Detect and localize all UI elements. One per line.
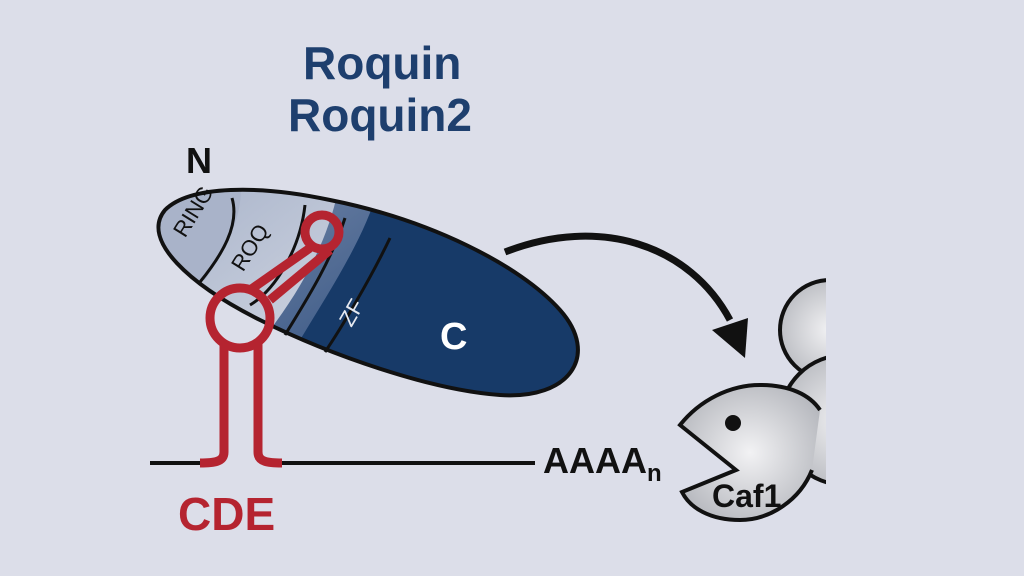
c-terminus-label: C (440, 316, 468, 358)
roq-label: ROQ (226, 219, 274, 276)
polya-subscript: n (647, 460, 662, 488)
ring-label: RING (168, 181, 219, 242)
ccr4-not-complex (677, 260, 1024, 576)
caf1-eye-icon (725, 415, 741, 431)
protein-outline (156, 187, 580, 398)
n-terminus-label: N (186, 140, 212, 181)
caf1-label: Caf1 (712, 478, 782, 514)
cde-label: CDE (178, 488, 276, 540)
title-line-2: Roquin2 (288, 89, 472, 141)
polya-label: AAAAn (543, 440, 662, 488)
zf-label: ZF (334, 294, 370, 331)
caf1-pacman (677, 382, 822, 523)
polya-text: AAAA (543, 440, 647, 481)
cde-stem-loop (199, 210, 344, 468)
title-line-1: Roquin (303, 37, 462, 89)
recruitment-arrow (503, 232, 734, 322)
arrow-head-icon (712, 318, 748, 358)
